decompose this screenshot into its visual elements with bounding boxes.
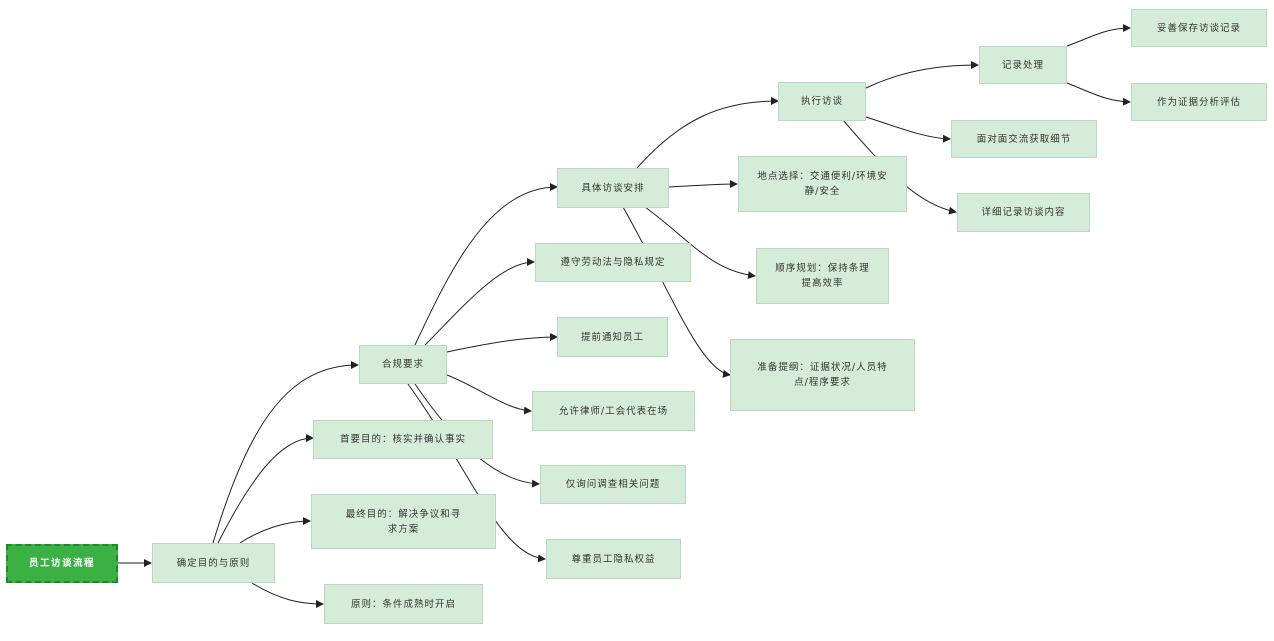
node-root[interactable]: 员工访谈流程 bbox=[6, 544, 118, 583]
node-principle[interactable]: 原则：条件成熟时开启 bbox=[324, 584, 483, 624]
node-execute[interactable]: 执行访谈 bbox=[778, 82, 866, 121]
node-detail[interactable]: 详细记录访谈内容 bbox=[957, 193, 1090, 232]
node-outline[interactable]: 准备提纲：证据状况/人员特点/程序要求 bbox=[730, 339, 915, 411]
node-keep[interactable]: 妥善保存访谈记录 bbox=[1131, 9, 1267, 47]
node-compliance[interactable]: 合规要求 bbox=[359, 345, 447, 384]
edge-record-evidence bbox=[1066, 82, 1131, 106]
node-lawyer[interactable]: 允许律师/工会代表在场 bbox=[532, 391, 695, 431]
node-notify[interactable]: 提前通知员工 bbox=[557, 317, 668, 357]
edge-arrangement-location bbox=[668, 180, 738, 189]
node-face[interactable]: 面对面交流获取细节 bbox=[951, 120, 1097, 158]
edge-purpose-primary bbox=[217, 434, 314, 544]
node-labor-law[interactable]: 遵守劳动法与隐私规定 bbox=[535, 243, 691, 282]
node-final-goal[interactable]: 最终目的：解决争议和寻求方案 bbox=[311, 494, 496, 549]
edge-compliance-notify bbox=[446, 333, 558, 353]
node-purpose[interactable]: 确定目的与原则 bbox=[152, 543, 275, 583]
node-location[interactable]: 地点选择：交通便利/环境安静/安全 bbox=[738, 156, 907, 212]
edge-compliance-arrangement bbox=[414, 183, 558, 346]
node-arrangement[interactable]: 具体访谈安排 bbox=[557, 168, 669, 208]
edge-purpose-final bbox=[239, 517, 311, 544]
edge-arrangement-outline bbox=[622, 206, 731, 378]
edge-execute-record bbox=[865, 61, 979, 89]
node-order[interactable]: 顺序规划：保持条理提高效率 bbox=[756, 248, 889, 304]
edge-purpose-compliance bbox=[212, 361, 359, 544]
node-only-ask[interactable]: 仅询问调查相关问题 bbox=[540, 465, 686, 504]
edge-purpose-principle bbox=[251, 582, 324, 608]
edge-arrangement-execute bbox=[636, 97, 779, 169]
edge-compliance-laborlaw bbox=[424, 258, 535, 346]
edge-arrangement-order bbox=[644, 206, 756, 280]
edge-record-keep bbox=[1066, 24, 1131, 47]
node-respect[interactable]: 尊重员工隐私权益 bbox=[546, 539, 681, 579]
edge-execute-face bbox=[865, 116, 951, 143]
node-primary-goal[interactable]: 首要目的：核实并确认事实 bbox=[313, 420, 493, 459]
node-record[interactable]: 记录处理 bbox=[979, 46, 1067, 84]
edge-compliance-lawyer bbox=[446, 374, 532, 415]
node-evidence[interactable]: 作为证据分析评估 bbox=[1131, 83, 1267, 121]
